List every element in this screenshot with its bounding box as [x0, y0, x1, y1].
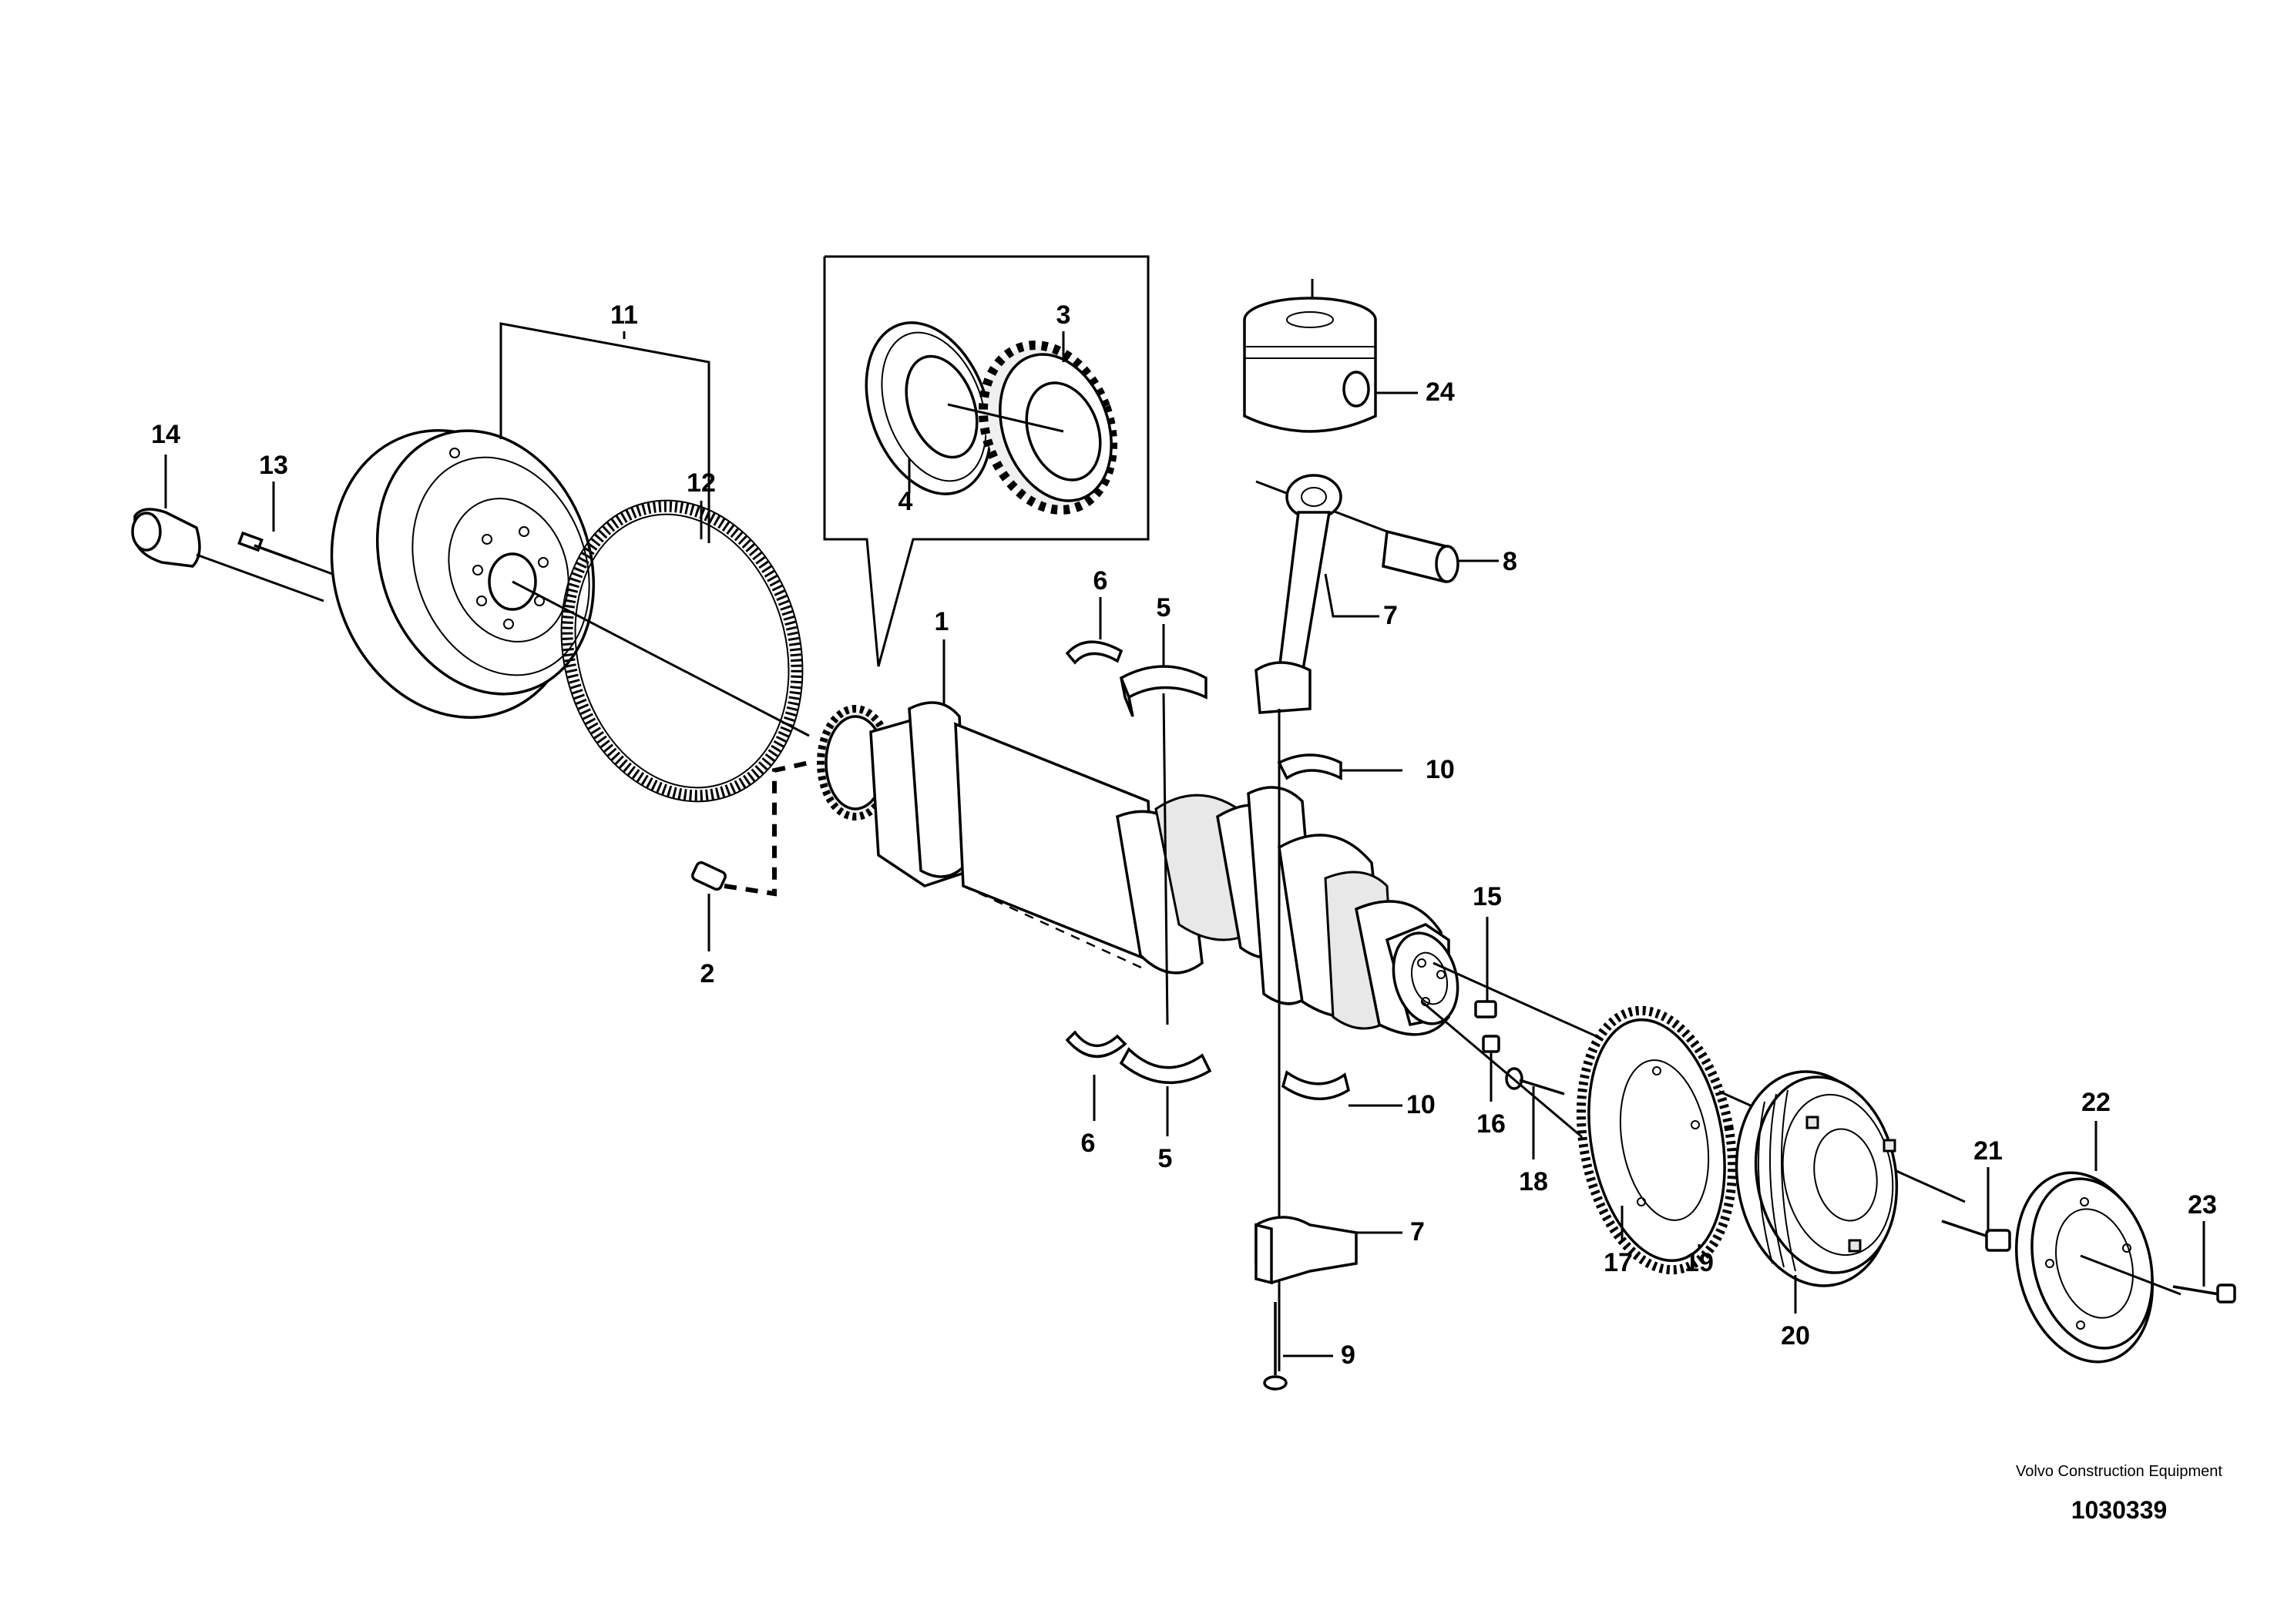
callout-11: 11: [610, 300, 638, 330]
part-15-dowel: [1474, 1000, 1497, 1018]
part-5-bearing-upper: [1119, 665, 1207, 717]
callout-16: 16: [1476, 1109, 1506, 1139]
footer: Volvo Construction Equipment 1030339: [1988, 1462, 2250, 1525]
callout-9: 9: [1341, 1340, 1355, 1370]
callout-6-lower: 6: [1081, 1129, 1096, 1158]
part-13-bolt: [237, 531, 344, 579]
callout-labels: 11 14 13 12 3 4 1 2 6 5 10 10 6 5 24 8 7…: [151, 300, 2217, 1370]
part-7-connecting-rod: [1254, 474, 1342, 1371]
callout-5-upper: 5: [1157, 593, 1171, 622]
callout-20: 20: [1781, 1321, 1810, 1351]
callout-24: 24: [1426, 377, 1455, 407]
part-1-crankshaft: [817, 701, 1459, 1036]
callout-18: 18: [1519, 1167, 1548, 1196]
part-6-thrust-washer-upper: [1065, 640, 1123, 665]
callout-7-upper: 7: [1383, 601, 1398, 630]
part-23-bolt: [2172, 1283, 2236, 1304]
inset-detail-box: [823, 255, 1150, 667]
part-2-pin: [691, 760, 810, 897]
callout-10-upper: 10: [1426, 755, 1455, 784]
callout-14: 14: [151, 420, 180, 449]
callout-23: 23: [2188, 1190, 2217, 1220]
callout-8: 8: [1503, 547, 1517, 576]
callout-19: 19: [1684, 1248, 1714, 1277]
part-24-piston: [1243, 279, 1377, 433]
part-21-bolt: [1941, 1220, 2011, 1252]
brand-name: Volvo Construction Equipment: [2016, 1463, 2222, 1480]
part-14-spacer: [131, 508, 324, 602]
callout-3: 3: [1056, 300, 1071, 330]
document-number: 1030339: [2071, 1496, 2168, 1524]
callout-12: 12: [687, 468, 716, 498]
part-9-bolt: [1263, 1302, 1288, 1391]
part-5-bearing-lower: [1119, 1047, 1212, 1085]
part-10-bearing-lower: [1281, 1070, 1351, 1100]
callout-1: 1: [935, 607, 949, 636]
part-10-bearing-upper: [1277, 753, 1342, 780]
callout-10-lower: 10: [1406, 1090, 1436, 1119]
callout-22: 22: [2081, 1088, 2111, 1117]
part-20-pulley: [1735, 1070, 1899, 1287]
callout-2: 2: [700, 959, 715, 988]
callout-7-lower: 7: [1410, 1217, 1425, 1247]
part-7-rod-cap: [1254, 1216, 1358, 1285]
part-4-seal: [865, 321, 992, 495]
part-12-ring-gear: [560, 499, 804, 803]
part-3-gear: [978, 341, 1118, 515]
callout-17: 17: [1604, 1248, 1633, 1277]
part-6-thrust-washer-lower: [1065, 1030, 1127, 1058]
callout-4: 4: [898, 487, 913, 516]
part-17-timing-gear: [1576, 1005, 1738, 1275]
callout-6-upper: 6: [1093, 566, 1108, 596]
part-22-hub: [2015, 1171, 2181, 1364]
callout-13: 13: [259, 451, 288, 480]
part-11-flywheel: [330, 429, 596, 719]
callout-15: 15: [1473, 882, 1502, 911]
callout-5-lower: 5: [1158, 1144, 1173, 1173]
callout-21: 21: [1973, 1136, 2003, 1166]
leader-lines: [164, 322, 2205, 1357]
part-16-dowel: [1482, 1035, 1500, 1053]
